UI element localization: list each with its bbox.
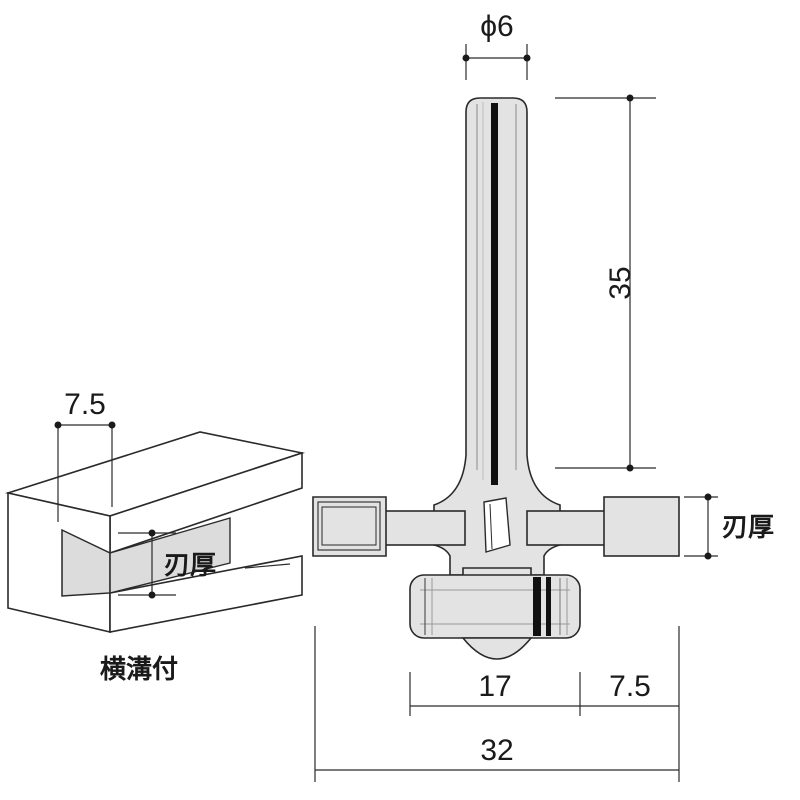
shank-diameter-label: ϕ6 bbox=[480, 10, 514, 43]
blade-thickness-right-dimension: 刃厚 bbox=[684, 493, 774, 560]
shank-length-label: 35 bbox=[604, 266, 637, 299]
groove-depth-label: 7.5 bbox=[64, 388, 106, 421]
cutter-depth-label: 7.5 bbox=[609, 670, 651, 703]
shank-length-dimension: 35 bbox=[555, 94, 656, 472]
blade-thickness-left-label: 刃厚 bbox=[164, 551, 216, 581]
grooved-workpiece: 7.5 刃厚 横溝付 bbox=[4, 388, 306, 685]
router-bit bbox=[312, 97, 680, 660]
bottom-dimensions: 17 7.5 32 bbox=[314, 626, 680, 782]
blade-thickness-right-label: 刃厚 bbox=[722, 513, 774, 543]
workpiece-caption: 横溝付 bbox=[100, 655, 178, 685]
bearing-width-label: 17 bbox=[478, 670, 511, 703]
overall-diameter-label: 32 bbox=[480, 734, 513, 767]
shank-diameter-dimension: ϕ6 bbox=[462, 10, 531, 80]
